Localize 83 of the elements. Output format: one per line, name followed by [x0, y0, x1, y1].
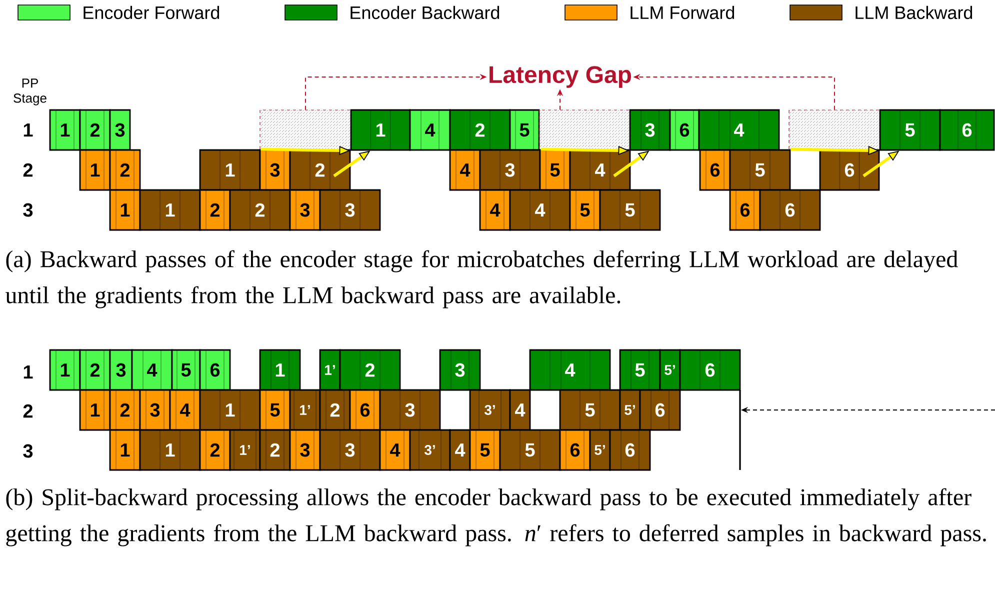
encoder-forward-block: 5: [171, 349, 201, 391]
llm-forward-block: 6: [729, 189, 761, 231]
llm-backward-block: 1’: [289, 389, 321, 431]
llm-backward-block: 4: [509, 389, 531, 431]
llm-backward-block: 6: [759, 189, 821, 231]
llm-backward-block: 4: [569, 149, 631, 191]
llm-backward-block: 3: [319, 189, 381, 231]
encoder-backward-block: 2: [449, 109, 511, 151]
llm-backward-block: 5: [599, 189, 661, 231]
legend-label: LLM Backward: [856, 6, 972, 20]
stage-number: 2: [23, 163, 33, 177]
stage-number: 1: [24, 123, 33, 137]
llm-forward-block: 5: [569, 189, 601, 231]
llm-forward-block: 4: [169, 389, 201, 431]
encoder-backward-block: 3: [439, 349, 481, 391]
llm-forward-block: 4: [449, 149, 481, 191]
encoder-forward-block: 3: [109, 349, 133, 391]
llm-backward-block: 1: [199, 149, 261, 191]
stage-number: 1: [24, 365, 33, 379]
legend-label: Encoder Backward: [350, 6, 500, 20]
caption: (b) Split-backward processing allows the encoder backward pass to be executed immediately after getting the gradients from the LLM backward pass. n′ refers to deferred samples in backward pass.: [6, 488, 986, 546]
caption: (a) Backward passes of the encoder stage for microbatches deferring LLM workload are delayed until the gradients from the LLM backward pass are available.: [6, 250, 958, 308]
encoder-backward-block: 4: [529, 349, 611, 391]
llm-backward-block: 5: [729, 149, 791, 191]
legend-label: Encoder Forward: [84, 6, 220, 20]
encoder-forward-block: 6: [199, 349, 231, 391]
llm-backward-block: 6: [819, 149, 880, 191]
llm-backward-block: 4: [449, 429, 471, 471]
llm-forward-block: 1: [79, 389, 111, 431]
llm-backward-block: 2: [319, 389, 351, 431]
llm-forward-block: 2: [199, 429, 231, 471]
encoder-backward-block: 6: [939, 109, 995, 151]
encoder-backward-block: 4: [698, 109, 780, 151]
llm-backward-block: 3: [479, 149, 541, 191]
stage-number: 3: [23, 203, 33, 217]
llm-backward-block: 2: [259, 429, 291, 471]
llm-forward-block: 1: [109, 189, 141, 231]
encoder-forward-block: 1: [49, 109, 81, 151]
llm-backward-block: 2: [229, 189, 291, 231]
llm-forward-block: 3: [139, 389, 171, 431]
llm-forward-block: 2: [109, 149, 141, 191]
llm-forward-block: 2: [199, 189, 231, 231]
llm-forward-block: 1: [79, 149, 111, 191]
encoder-forward-block: 2: [79, 349, 111, 391]
encoder-forward-block: 2: [79, 109, 111, 151]
encoder-forward-block: 1: [49, 349, 81, 391]
llm-forward-block: 2: [109, 389, 141, 431]
encoder-backward-block: 1’: [319, 349, 341, 391]
llm-forward-block: 5: [539, 149, 571, 191]
llm-backward-block: 5’: [619, 389, 641, 431]
llm-forward-block: 3: [259, 149, 291, 191]
stage-number: 2: [23, 404, 33, 418]
axis-title: PP Stage: [14, 78, 46, 106]
llm-forward-block: 4: [379, 429, 411, 471]
latency-gap-label: Latency Gap: [490, 66, 632, 88]
llm-forward-block: 3: [289, 189, 321, 231]
llm-forward-block: 1: [109, 429, 141, 471]
llm-backward-block: 1: [139, 189, 201, 231]
encoder-forward-block: 5: [509, 109, 540, 151]
llm-forward-block: 5: [469, 429, 501, 471]
llm-forward-block: 6: [559, 429, 591, 471]
llm-backward-block: 1: [139, 429, 201, 471]
llm-backward-block: 1’: [229, 429, 261, 471]
encoder-backward-block: 3: [629, 109, 671, 151]
encoder-backward-block: 5’: [659, 349, 681, 391]
legend-label: LLM Forward: [630, 6, 734, 20]
encoder-forward-block: 3: [109, 109, 131, 151]
stage-number: 3: [23, 444, 33, 458]
llm-backward-block: 5: [499, 429, 561, 471]
llm-backward-block: 5’: [589, 429, 611, 471]
llm-forward-block: 3: [289, 429, 321, 471]
llm-forward-block: 5: [259, 389, 291, 431]
llm-backward-block: 3: [379, 389, 441, 431]
llm-backward-block: 4: [509, 189, 571, 231]
encoder-forward-block: 6: [669, 109, 700, 151]
llm-forward-block: 6: [349, 389, 381, 431]
llm-backward-block: 2: [289, 149, 351, 191]
llm-forward-block: 6: [699, 149, 731, 191]
encoder-backward-block: 1: [259, 349, 301, 391]
llm-forward-block: 4: [479, 189, 511, 231]
encoder-backward-block: 5: [879, 109, 941, 151]
encoder-backward-block: 1: [350, 109, 411, 151]
encoder-forward-block: 4: [409, 109, 451, 151]
